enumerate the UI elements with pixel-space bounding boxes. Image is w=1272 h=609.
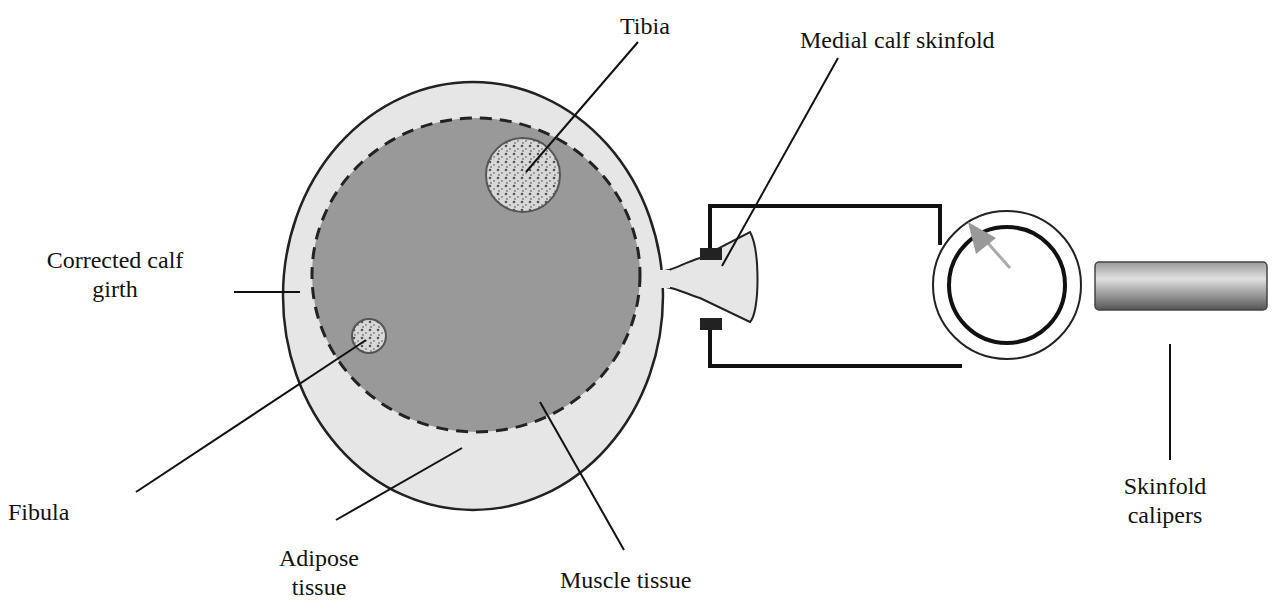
leader-line <box>1169 344 1171 460</box>
muscle-tissue <box>312 118 640 432</box>
leader-line <box>540 402 624 550</box>
part-label: Medial calf skinfold <box>800 26 995 55</box>
part-label: Skinfold calipers <box>1090 472 1240 530</box>
leader-line <box>526 42 638 172</box>
skinfold <box>655 232 758 322</box>
caliper-arm <box>710 330 962 366</box>
part-label: Adipose tissue <box>264 544 374 602</box>
part-label: Corrected calf girth <box>30 246 200 304</box>
tibia-bone <box>486 138 560 212</box>
fibula-bone <box>352 319 386 353</box>
caliper-handle <box>1095 262 1267 310</box>
leader-line <box>722 58 838 266</box>
caliper-dial-face <box>949 227 1065 343</box>
calf-outline <box>283 82 663 510</box>
part-label: Fibula <box>8 498 69 527</box>
part-label: Muscle tissue <box>560 566 691 595</box>
leader-line <box>136 340 366 492</box>
dial-needle-head <box>968 222 996 254</box>
caliper-jaw <box>700 248 722 260</box>
leader-line <box>336 448 462 520</box>
caliper-jaw <box>700 318 722 330</box>
part-label: Tibia <box>620 12 670 41</box>
leader-line <box>234 291 300 293</box>
caliper-dial <box>933 211 1081 359</box>
